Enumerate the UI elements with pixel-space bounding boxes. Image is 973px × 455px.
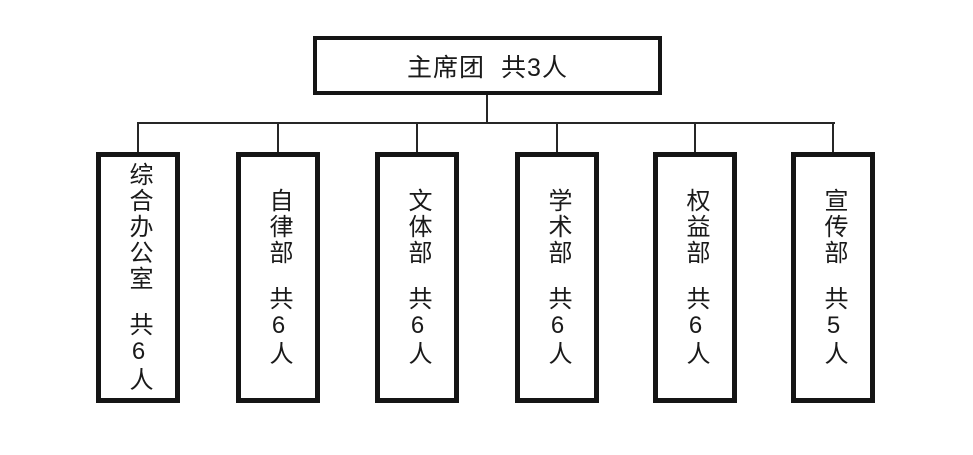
org-node-dept-academic: 学术部 共6人 <box>515 152 599 403</box>
connector-horizontal-rail <box>137 122 835 124</box>
dept-count: 共6人 <box>544 286 571 367</box>
dept-count: 共6人 <box>125 312 152 393</box>
dept-name: 宣传部 <box>820 188 847 266</box>
root-name: 主席团 <box>407 53 486 82</box>
dept-name: 自律部 <box>265 188 292 266</box>
connector-drop-4 <box>556 122 558 153</box>
dept-name: 学术部 <box>544 188 571 266</box>
org-node-dept-rights: 权益部 共6人 <box>653 152 737 403</box>
dept-name: 权益部 <box>682 188 709 266</box>
org-node-root: 主席团 共3人 <box>313 36 662 95</box>
org-node-dept-publicity: 宣传部 共5人 <box>791 152 875 403</box>
connector-drop-6 <box>832 122 834 153</box>
connector-drop-5 <box>694 122 696 153</box>
dept-name: 综合办公室 <box>125 162 152 292</box>
dept-name: 文体部 <box>404 188 431 266</box>
connector-drop-2 <box>277 122 279 153</box>
org-node-dept-self-discipline: 自律部 共6人 <box>236 152 320 403</box>
connector-drop-1 <box>137 122 139 153</box>
dept-count: 共6人 <box>682 286 709 367</box>
connector-drop-3 <box>416 122 418 153</box>
dept-count: 共6人 <box>265 286 292 367</box>
dept-count: 共5人 <box>820 286 847 367</box>
dept-count: 共6人 <box>404 286 431 367</box>
org-node-dept-general-office: 综合办公室 共6人 <box>96 152 180 403</box>
connector-root-stem <box>486 95 488 123</box>
org-node-dept-culture-sports: 文体部 共6人 <box>375 152 459 403</box>
root-count: 共3人 <box>501 53 568 82</box>
